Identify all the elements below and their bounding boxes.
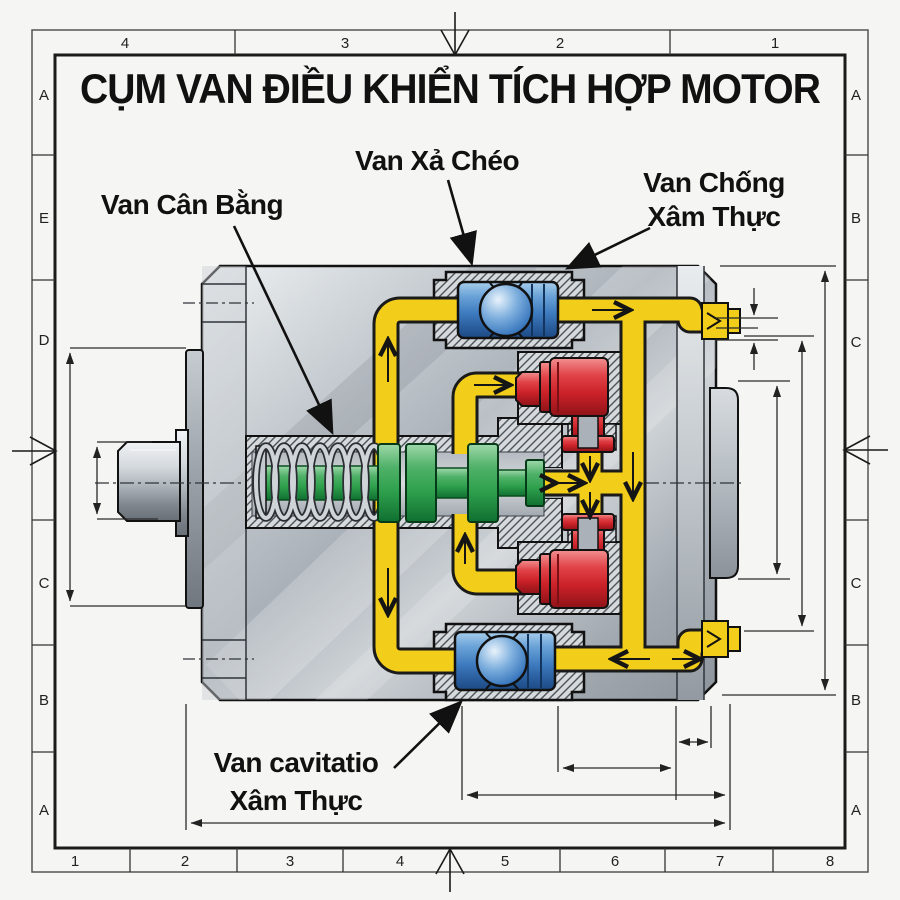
drive-shaft-group: [117, 349, 204, 609]
label-bottom-cavitation-line1: Van cavitatio: [214, 747, 379, 778]
grid-ref: C: [851, 334, 862, 351]
grid-ref: 1: [71, 853, 79, 870]
callout-leaders: [232, 179, 651, 769]
leader-arrow-icon: [232, 225, 334, 436]
outlet-port-top: [701, 302, 741, 340]
grid-ref: B: [39, 692, 49, 709]
grid-ref: C: [39, 575, 50, 592]
drive-shaft: [117, 441, 181, 522]
datum-center-mark-icon: [12, 12, 888, 892]
grid-ref: C: [851, 575, 862, 592]
spool-land: [377, 443, 401, 523]
grid-ref: D: [39, 332, 50, 349]
return-spring: [252, 442, 388, 522]
cross-relief-valve-top: [456, 280, 560, 340]
lower-branch-channel: [454, 514, 524, 593]
leader-arrow-icon: [446, 179, 477, 267]
grid-ref: A: [39, 87, 49, 104]
grid-ref: B: [851, 692, 861, 709]
grid-ref: 4: [396, 853, 404, 870]
flow-arrows: [388, 310, 698, 659]
valve-slot: [577, 411, 599, 449]
label-anti-cavitation-line2: Xâm Thực: [648, 201, 781, 232]
grid-ref: 7: [716, 853, 724, 870]
spool-land: [405, 443, 437, 523]
drawing-frame: [12, 12, 888, 892]
spool-land: [467, 443, 499, 523]
port-chevron-icon: [706, 630, 722, 648]
port-chevron-icon: [706, 312, 722, 330]
grid-ref: 4: [121, 35, 129, 52]
outlet-port-bottom: [701, 620, 741, 658]
grid-ref: 3: [286, 853, 294, 870]
check-valve-lower: [515, 513, 615, 609]
leader-arrow-icon: [564, 226, 651, 270]
label-cross-relief-valve: Van Xả Chéo: [355, 145, 520, 176]
label-anti-cavitation-line1: Van Chống: [643, 167, 785, 198]
grid-ref: B: [851, 210, 861, 227]
grid-ref: A: [851, 802, 861, 819]
valve-slot: [577, 517, 599, 555]
grid-ref: 8: [826, 853, 834, 870]
valve-ball: [475, 634, 529, 688]
check-valve-upper: [515, 357, 615, 453]
valve-ball: [478, 282, 534, 338]
dimension-lines: [65, 265, 836, 830]
page-title: CỤM VAN ĐIỀU KHIỂN TÍCH HỢP MOTOR: [80, 64, 821, 112]
balance-valve-spool: [252, 442, 545, 523]
valve-nose: [515, 371, 541, 407]
grid-ref: A: [39, 802, 49, 819]
grid-ref: 6: [611, 853, 619, 870]
grid-ref: 2: [556, 35, 564, 52]
spool-end-cap: [525, 459, 545, 507]
cavitation-valve-bottom: [453, 630, 557, 692]
grid-ref: 3: [341, 35, 349, 52]
grid-ref: 5: [501, 853, 509, 870]
grid-ref: 1: [771, 35, 779, 52]
grid-ref: A: [851, 87, 861, 104]
grid-ref: 2: [181, 853, 189, 870]
grid-ref: E: [39, 210, 49, 227]
frame-grid-labels: 4 3 2 1 1 2 3 4 5 6 7 8 A E D C B A A B …: [39, 35, 862, 870]
leader-arrow-icon: [393, 700, 464, 769]
label-balance-valve: Van Cân Bằng: [101, 189, 283, 220]
valve-nose: [515, 559, 541, 595]
label-bottom-cavitation-line2: Xâm Thực: [230, 785, 363, 816]
